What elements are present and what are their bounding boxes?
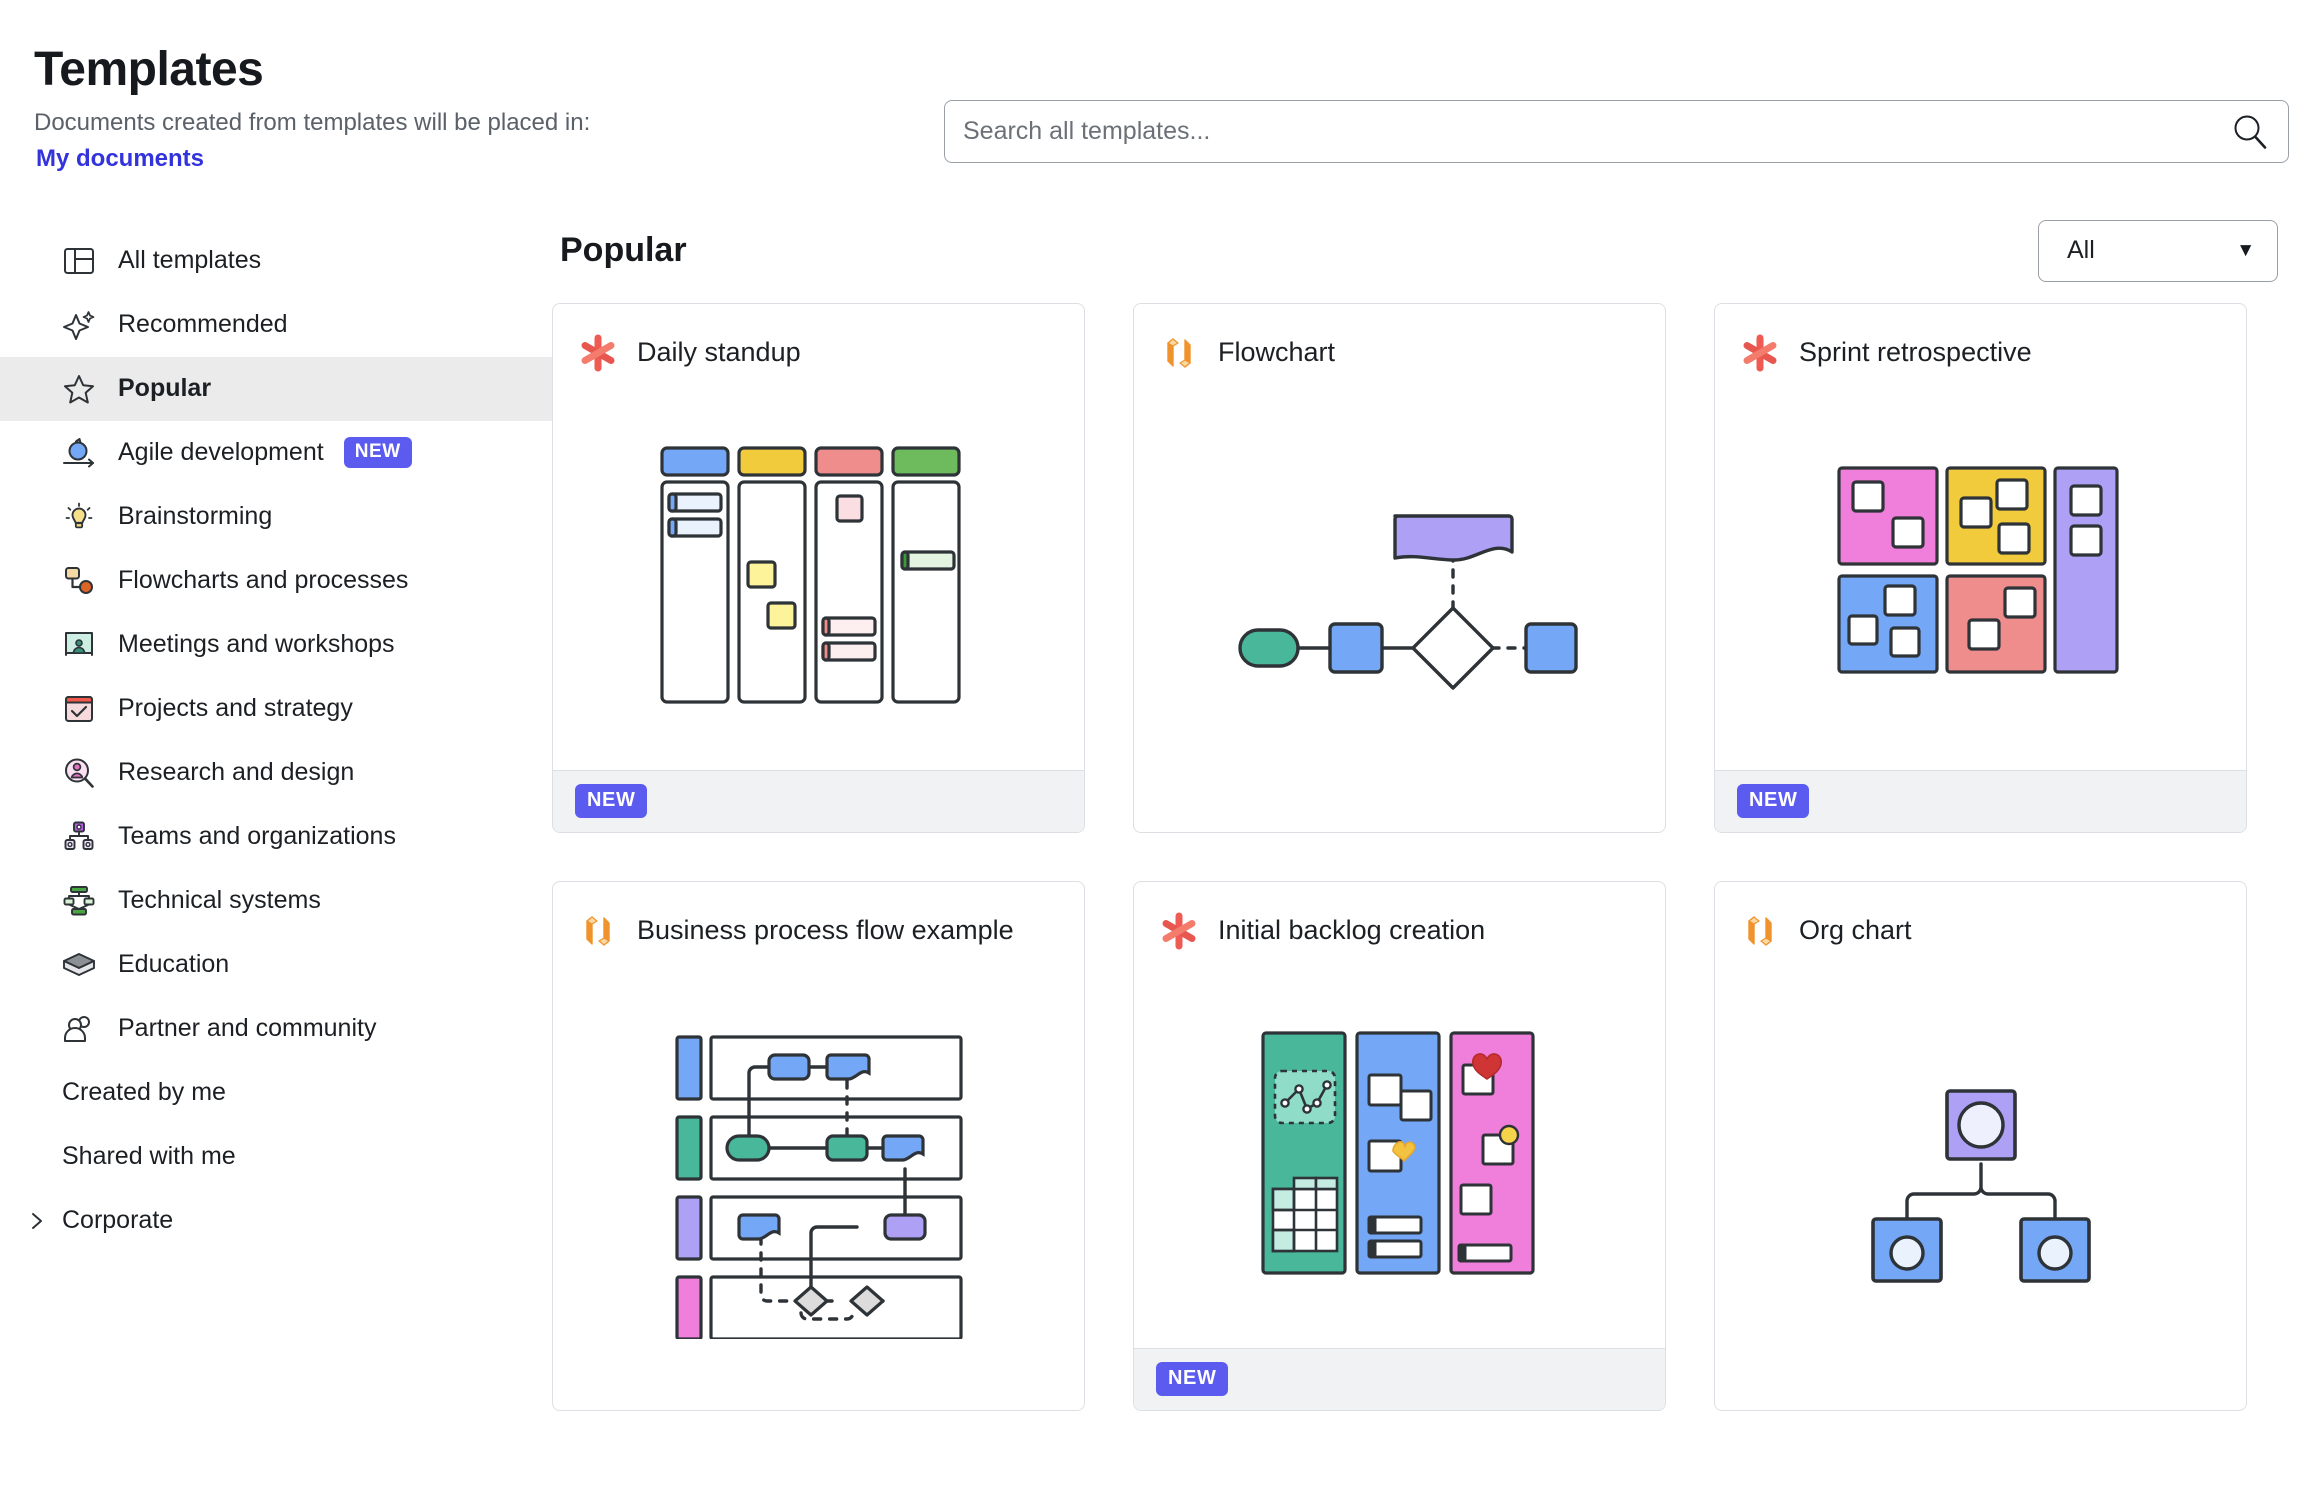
page-subtitle: Documents created from templates will be… [34, 108, 591, 136]
sidebar-item-teams-and-organizations[interactable]: Teams and organizations [0, 805, 552, 869]
sidebar-item-label: Technical systems [118, 886, 321, 915]
card-title: Sprint retrospective [1799, 337, 2032, 368]
flowchart-icon [62, 564, 96, 598]
filter-value: All [2067, 236, 2095, 265]
section-header: Popular All ▼ [552, 219, 2278, 282]
card-title: Business process flow example [637, 915, 1014, 946]
card-footer: NEW [553, 769, 1084, 832]
search-bar [944, 100, 2289, 163]
card-header: Org chart [1715, 882, 2246, 958]
sidebar-item-label: Popular [118, 374, 212, 403]
template-card[interactable]: Org chart [1714, 880, 2247, 1411]
sidebar-item-technical-systems[interactable]: Technical systems [0, 869, 552, 933]
status-badge-new: NEW [1737, 784, 1810, 819]
sparkle-icon [62, 308, 96, 342]
template-card-grid: Daily standup [552, 302, 2278, 1411]
system-nodes-icon [62, 884, 96, 918]
template-card[interactable]: Daily standup [552, 302, 1085, 833]
card-thumbnail-swimlane [553, 958, 1084, 1410]
sidebar-item-flowcharts-and-processes[interactable]: Flowcharts and processes [0, 549, 552, 613]
card-thumbnail-retro-board [1715, 380, 2246, 770]
agile-loop-icon [62, 436, 96, 470]
status-badge-new: NEW [1156, 1362, 1229, 1397]
sidebar-item-label: Partner and community [118, 1014, 377, 1043]
sidebar-item-research-and-design[interactable]: Research and design [0, 741, 552, 805]
category-filter-dropdown[interactable]: All ▼ [2038, 219, 2278, 282]
card-header: Sprint retrospective [1715, 304, 2246, 380]
search-input[interactable] [963, 117, 2230, 146]
lucid-cube-icon [1160, 334, 1198, 372]
sidebar-item-created-by-me[interactable]: Created by me [0, 1061, 552, 1125]
sidebar-item-label: All templates [118, 246, 262, 275]
sidebar-item-label: Teams and organizations [118, 822, 396, 851]
sidebar-item-label: Meetings and workshops [118, 630, 395, 659]
confluence-asterisk-icon [1160, 912, 1198, 950]
sidebar-item-label: Research and design [118, 758, 355, 787]
status-badge-new: NEW [575, 784, 648, 819]
card-thumbnail-flowchart [1134, 380, 1665, 832]
search-box[interactable] [944, 100, 2289, 163]
card-header: Daily standup [553, 304, 1084, 380]
card-thumbnail-orgchart [1715, 958, 2246, 1410]
confluence-asterisk-icon [579, 334, 617, 372]
sidebar: All templates Recommended Popular [0, 221, 552, 1411]
search-icon[interactable] [2230, 112, 2270, 152]
sidebar-item-brainstorming[interactable]: Brainstorming [0, 485, 552, 549]
people-icon [62, 1012, 96, 1046]
sidebar-item-label: Recommended [118, 310, 288, 339]
card-title: Daily standup [637, 337, 801, 368]
user-search-icon [62, 756, 96, 790]
layout-icon [62, 244, 96, 278]
template-card[interactable]: Flowchart [1133, 302, 1666, 833]
chevron-down-icon: ▼ [2236, 239, 2255, 261]
card-thumbnail-kanban [553, 380, 1084, 770]
template-card[interactable]: Initial backlog creation [1133, 880, 1666, 1411]
template-card[interactable]: Sprint retrospective [1714, 302, 2247, 833]
sidebar-item-agile-development[interactable]: Agile development NEW [0, 421, 552, 485]
sidebar-item-label: Created by me [62, 1078, 226, 1107]
sidebar-item-label: Flowcharts and processes [118, 566, 409, 595]
sidebar-item-projects-and-strategy[interactable]: Projects and strategy [0, 677, 552, 741]
sidebar-item-all-templates[interactable]: All templates [0, 229, 552, 293]
card-footer: NEW [1134, 1347, 1665, 1410]
org-tree-icon [62, 820, 96, 854]
sidebar-item-label: Shared with me [62, 1142, 236, 1171]
graduation-cap-icon [62, 948, 96, 982]
card-header: Initial backlog creation [1134, 882, 1665, 958]
chevron-right-icon[interactable] [26, 1210, 48, 1232]
lightbulb-icon [62, 500, 96, 534]
star-icon [62, 372, 96, 406]
card-title: Initial backlog creation [1218, 915, 1486, 946]
sidebar-item-recommended[interactable]: Recommended [0, 293, 552, 357]
card-footer: NEW [1715, 769, 2246, 832]
page-header: Templates Documents created from templat… [0, 0, 2314, 173]
whiteboard-icon [62, 628, 96, 662]
status-badge-new: NEW [343, 437, 412, 469]
sidebar-item-partner-and-community[interactable]: Partner and community [0, 997, 552, 1061]
sidebar-item-meetings-and-workshops[interactable]: Meetings and workshops [0, 613, 552, 677]
template-card[interactable]: Business process flow example [552, 880, 1085, 1411]
sidebar-item-label: Corporate [62, 1206, 174, 1235]
card-header: Business process flow example [553, 882, 1084, 958]
sidebar-item-corporate[interactable]: Corporate [0, 1189, 552, 1253]
confluence-asterisk-icon [1741, 334, 1779, 372]
lucid-cube-icon [1741, 912, 1779, 950]
sidebar-item-popular[interactable]: Popular [0, 356, 552, 421]
sidebar-item-shared-with-me[interactable]: Shared with me [0, 1125, 552, 1189]
sidebar-item-label: Education [118, 950, 230, 979]
lucid-cube-icon [579, 912, 617, 950]
sidebar-item-label: Brainstorming [118, 502, 273, 531]
card-title: Flowchart [1218, 337, 1336, 368]
section-title: Popular [560, 231, 687, 270]
card-thumbnail-backlog [1134, 958, 1665, 1348]
card-title: Org chart [1799, 915, 1912, 946]
card-header: Flowchart [1134, 304, 1665, 380]
destination-folder-link[interactable]: My documents [36, 144, 205, 172]
sidebar-item-education[interactable]: Education [0, 933, 552, 997]
sidebar-item-label: Agile development [118, 438, 324, 467]
sidebar-item-label: Projects and strategy [118, 694, 353, 723]
page-title: Templates [34, 43, 264, 96]
main-content: Popular All ▼ [552, 219, 2314, 1411]
checklist-icon [62, 692, 96, 726]
